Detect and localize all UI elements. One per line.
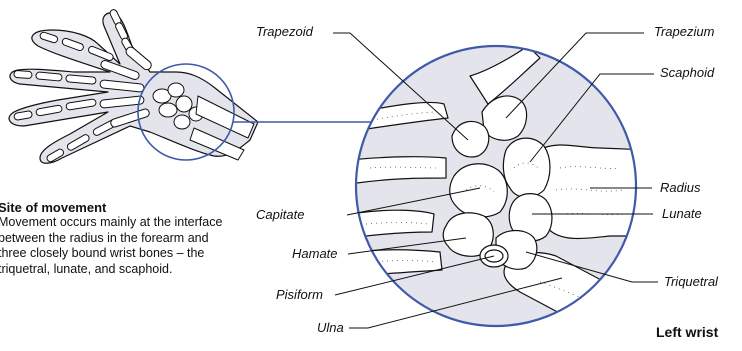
label-capitate: Capitate (256, 207, 304, 222)
label-trapezoid: Trapezoid (256, 24, 313, 39)
note-body: Movement occurs mainly at the interface … (0, 215, 228, 277)
label-triquetral: Triquetral (664, 274, 718, 289)
hand-illustration (9, 8, 258, 163)
label-scaphoid: Scaphoid (660, 65, 714, 80)
capitate-bone (450, 164, 508, 217)
label-ulna: Ulna (317, 320, 344, 335)
movement-note: Site of movement Movement occurs mainly … (0, 200, 228, 277)
trapezoid-bone (452, 121, 489, 157)
label-pisiform: Pisiform (276, 287, 323, 302)
magnified-wrist (350, 40, 650, 340)
label-radius: Radius (660, 180, 700, 195)
note-title: Site of movement (0, 200, 228, 215)
label-hamate: Hamate (292, 246, 338, 261)
label-trapezium: Trapezium (654, 24, 714, 39)
scaphoid-bone (503, 138, 550, 197)
label-lunate: Lunate (662, 206, 702, 221)
figure-caption: Left wrist (656, 324, 718, 340)
